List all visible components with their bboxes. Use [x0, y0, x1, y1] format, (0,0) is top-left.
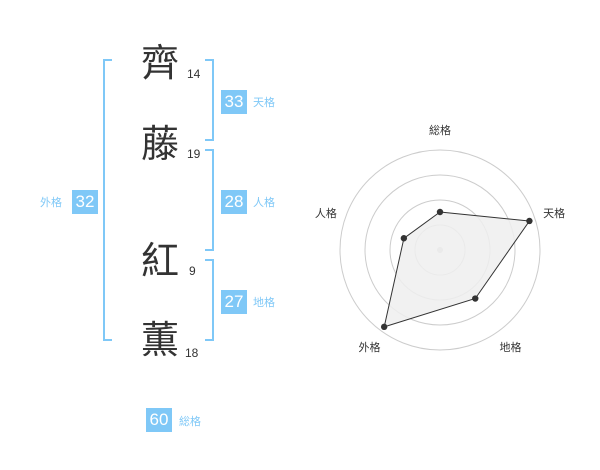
jinkaku-value: 28 — [221, 190, 247, 214]
radar-point-2 — [472, 295, 479, 302]
radar-ring-3 — [364, 174, 516, 326]
tenkaku-label: 天格 — [253, 96, 275, 109]
chikaku-bracket — [205, 259, 214, 341]
jinkaku-label: 人格 — [253, 196, 275, 209]
gaikaku-value: 32 — [72, 190, 98, 214]
tenkaku-bracket — [205, 59, 214, 141]
soukaku-label: 総格 — [179, 415, 201, 428]
jinkaku-bracket — [205, 149, 214, 251]
stroke-count-2: 19 — [187, 147, 201, 161]
name-char-1: 齊 — [141, 41, 180, 85]
name-char-4: 薫 — [141, 318, 180, 362]
radar-axis-label-1: 天格 — [543, 206, 565, 220]
radar-point-4 — [400, 235, 408, 242]
name-char-2: 藤 — [141, 122, 180, 166]
radar-point-1 — [526, 217, 533, 225]
radar-axis-label-3: 外格 — [358, 340, 380, 354]
radar-axis-label-0: 総格 — [429, 123, 451, 137]
radar-axis-label-2: 地格 — [500, 340, 522, 354]
radar-points — [380, 208, 533, 331]
radar-polygon — [383, 211, 531, 328]
radar-ring-4 — [339, 149, 541, 351]
soukaku-value: 60 — [146, 408, 172, 432]
chikaku-label: 地格 — [253, 296, 275, 309]
radar-point-3 — [380, 323, 388, 331]
stroke-count-4: 18 — [185, 346, 199, 360]
radar-axis-label-4: 人格 — [315, 206, 337, 220]
gaikaku-bracket — [103, 59, 112, 341]
name-char-3: 紅 — [141, 239, 180, 283]
radar-point-0 — [436, 208, 444, 216]
stroke-count-1: 14 — [187, 67, 201, 81]
stroke-count-3: 9 — [189, 264, 196, 278]
gaikaku-label: 外格 — [40, 196, 62, 209]
chikaku-value: 27 — [221, 290, 247, 314]
tenkaku-value: 33 — [221, 90, 247, 114]
